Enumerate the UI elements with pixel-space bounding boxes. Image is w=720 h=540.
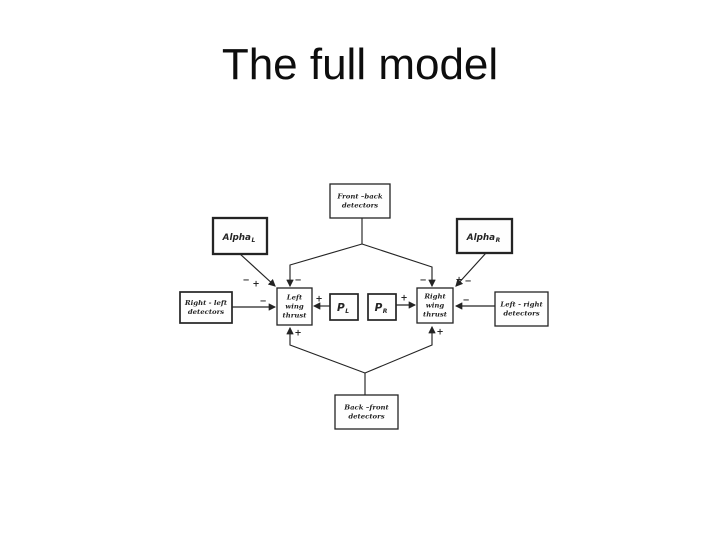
back-front-to-left-thrust-arrow — [286, 326, 366, 374]
front-back-detectors-box: Front –back detectors — [329, 183, 391, 219]
p-r-box: PR — [367, 293, 397, 321]
left-wing-thrust-box-border — [276, 287, 313, 326]
alpha-l-box-label: AlphaL — [222, 233, 256, 244]
left-right-detectors-box: Left - right detectors — [494, 291, 549, 327]
p-l-box-border — [329, 293, 359, 321]
alpha-r-box-border — [455, 217, 514, 255]
back-front-to-right-thrust-arrow — [364, 325, 436, 374]
right-left-detectors-box-label: Right - left — [184, 299, 228, 307]
left-wing-thrust-box-label: Left — [286, 293, 303, 301]
right-wing-thrust-box-label: wing — [426, 302, 445, 310]
sign-alpha-r-plus: + — [455, 276, 462, 286]
alpha-r-box-label: AlphaR — [466, 233, 501, 244]
sign-front-back-left: − — [294, 276, 301, 286]
sign-p-r-plus: + — [400, 294, 407, 304]
front-back-to-left-thrust-arrow — [286, 243, 363, 288]
sign-front-back-right: − — [419, 276, 426, 286]
right-wing-thrust-box-label: Right — [423, 292, 446, 300]
front-back-to-right-thrust-arrow — [361, 243, 436, 288]
left-right-detectors-box-border — [494, 291, 549, 327]
alpha-r-to-right-thrust-arrow — [455, 252, 487, 287]
right-wing-thrust-box-border — [416, 287, 454, 324]
sign-back-front-right-plus: + — [436, 328, 443, 338]
sign-alpha-r-minus: − — [464, 277, 471, 287]
left-right-detectors-box-label: detectors — [503, 310, 539, 318]
back-front-detectors-box-label: detectors — [348, 413, 384, 421]
alpha-l-box: AlphaL — [211, 216, 269, 256]
sign-left-right-minus: − — [462, 296, 469, 306]
right-left-detectors-box-label: detectors — [188, 308, 224, 316]
p-r-box-label: PR — [375, 302, 388, 315]
p-l-box: PL — [329, 293, 359, 321]
back-front-detectors-box-border — [334, 394, 399, 430]
right-wing-thrust-box-label: thrust — [423, 311, 448, 319]
back-front-detectors-box: Back –front detectors — [334, 394, 399, 430]
front-back-detectors-box-label: detectors — [342, 202, 378, 210]
front-back-detectors-box-border — [329, 183, 391, 219]
left-wing-thrust-box-label: wing — [285, 303, 304, 311]
back-front-detectors-box-label: Back –front — [343, 403, 389, 411]
alpha-r-box: AlphaR — [455, 217, 514, 255]
p-r-box-border — [367, 293, 397, 321]
right-left-detectors-box-border — [179, 291, 233, 324]
left-wing-thrust-box-label: thrust — [283, 312, 308, 320]
p-l-box-label: PL — [337, 302, 349, 315]
front-back-detectors-box-label: Front –back — [336, 192, 383, 200]
slide-title: The full model — [221, 40, 499, 89]
sign-right-left-minus: − — [259, 297, 266, 307]
sign-alpha-l-minus: − — [242, 276, 249, 286]
alpha-l-to-left-thrust-arrow — [239, 253, 276, 287]
sign-back-front-left-plus: + — [294, 329, 301, 339]
left-right-detectors-box-label: Left - right — [499, 300, 543, 308]
alpha-l-box-border — [211, 216, 269, 256]
sign-p-l-plus: + — [315, 295, 322, 305]
sign-alpha-l-plus: + — [252, 280, 259, 290]
